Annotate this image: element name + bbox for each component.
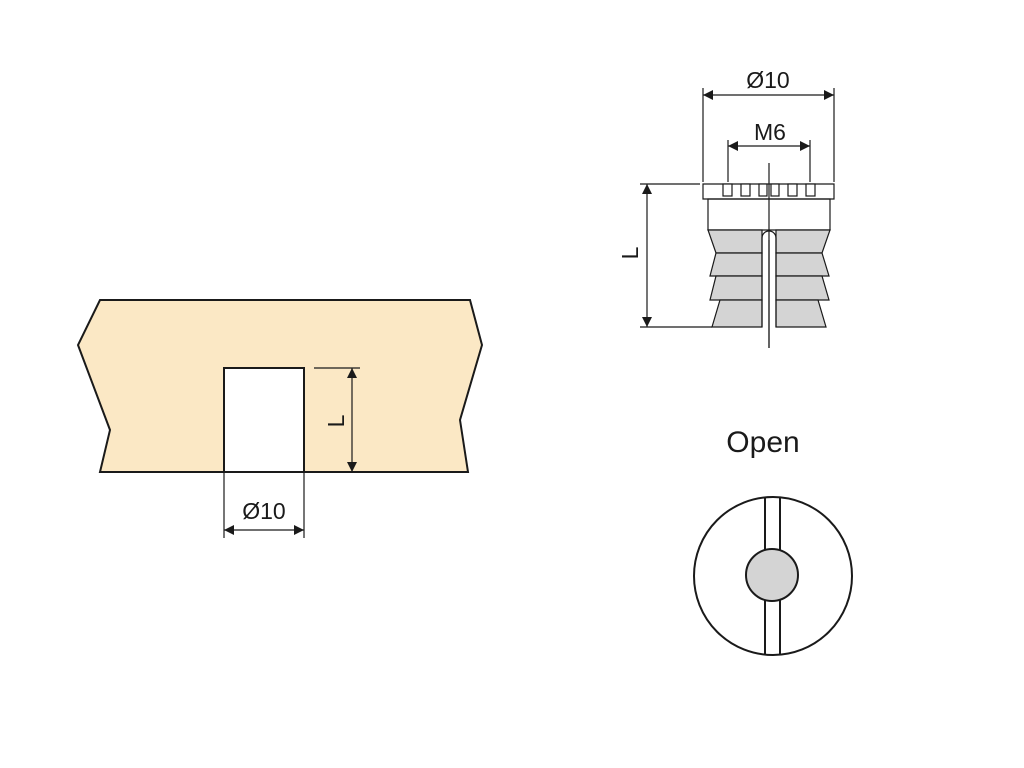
insert-top-view: Open	[693, 426, 853, 656]
rib-left	[709, 275, 763, 301]
rib-right	[775, 229, 831, 254]
flange-notch	[770, 183, 780, 197]
hole-depth-label: L	[323, 414, 349, 427]
flange-notches	[722, 183, 816, 197]
insert-center-bore	[745, 548, 799, 602]
hole-diameter-label: Ø10	[242, 498, 285, 524]
rib-left	[707, 229, 763, 254]
drilled-hole	[223, 367, 305, 473]
insert-ribs-right	[775, 229, 831, 328]
open-state-label: Open	[726, 426, 799, 459]
rib-left	[709, 252, 763, 277]
flange-notch	[740, 183, 751, 197]
rib-right	[775, 252, 830, 277]
length-label: L	[617, 246, 643, 259]
flange-notch	[758, 183, 768, 197]
insert-ribs-left	[707, 229, 763, 328]
flange-notch	[787, 183, 798, 197]
panel-section: L Ø10	[76, 299, 484, 538]
flange-notch	[722, 183, 733, 197]
rib-right	[775, 275, 830, 301]
insert-side-view: Ø10 M6 L	[617, 67, 835, 348]
rib-right	[775, 299, 827, 328]
thread-label: M6	[754, 119, 786, 145]
insert-slot	[761, 230, 777, 327]
flange-notch	[805, 183, 816, 197]
outer-diameter-label: Ø10	[746, 67, 789, 93]
rib-left	[711, 299, 763, 328]
